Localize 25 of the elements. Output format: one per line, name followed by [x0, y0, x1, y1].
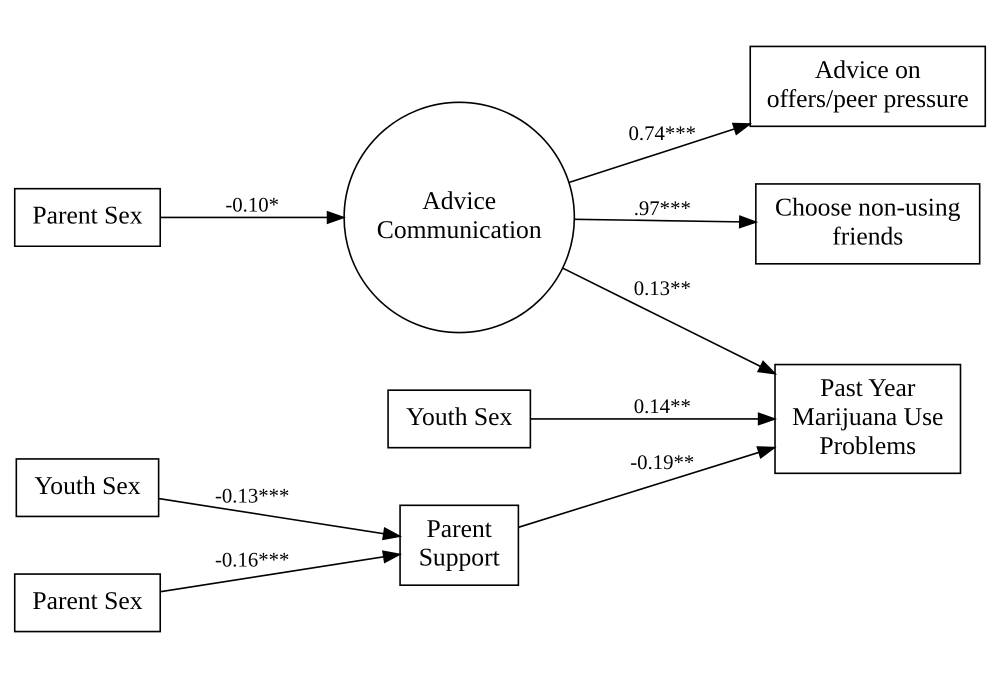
- edge-label: 0.13**: [634, 276, 691, 300]
- edge-label: -0.13***: [214, 484, 290, 508]
- edge-label: -0.16***: [214, 548, 290, 572]
- node-box: Parent Sex: [14, 572, 162, 632]
- node-box: Choose non-using friends: [755, 182, 980, 264]
- node-box: Youth Sex: [387, 388, 532, 448]
- arrow: [160, 210, 346, 224]
- node-box: Advice on offers/peer pressure: [749, 45, 986, 127]
- node-circle: Advice Communication: [343, 101, 576, 333]
- node-box: Parent Support: [399, 504, 520, 586]
- arrow: [568, 122, 752, 183]
- arrow: [158, 497, 402, 540]
- arrow: [562, 267, 778, 374]
- edge-label: -0.19**: [630, 450, 694, 474]
- edge-label: -0.10*: [225, 193, 279, 216]
- arrow: [160, 550, 402, 592]
- node-box: Parent Sex: [14, 187, 162, 247]
- arrow: [518, 446, 777, 528]
- node-box: Past Year Marijuana Use Problems: [774, 363, 962, 474]
- edge-label: .97***: [634, 196, 691, 220]
- edge-label: 0.14**: [634, 394, 691, 418]
- node-box: Youth Sex: [16, 458, 160, 517]
- arrow: [574, 214, 758, 228]
- edge-label: 0.74***: [628, 121, 696, 144]
- arrow: [530, 412, 778, 426]
